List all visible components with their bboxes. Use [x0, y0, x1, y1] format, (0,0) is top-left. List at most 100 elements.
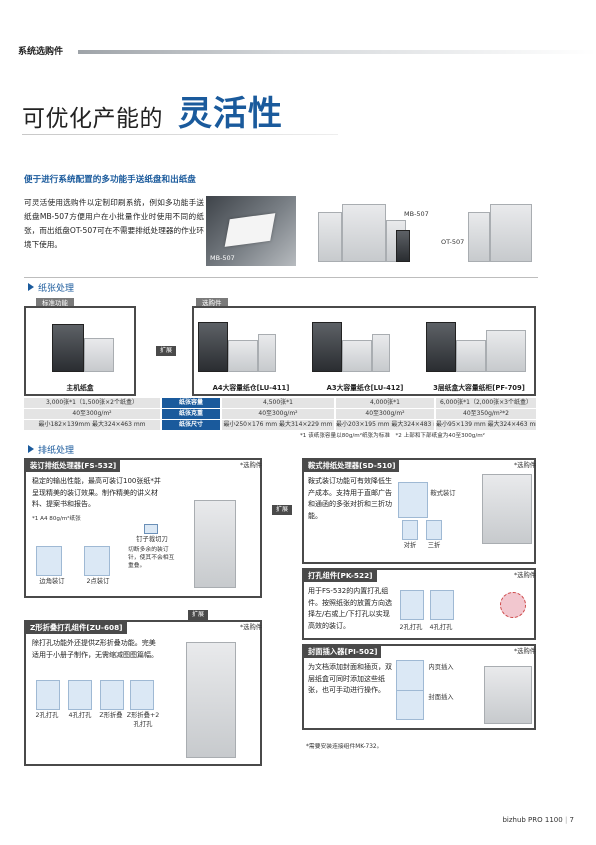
pk522-label-4hole: 4孔打孔	[429, 624, 453, 631]
zu608-2hole-illustration	[36, 680, 60, 710]
finishing-heading-text: 排纸处理	[38, 446, 75, 456]
hero-title-part-a: 可优化产能的	[22, 106, 163, 132]
pi502-text: 为文档添加封面和插页，双层纸盒可同时添加这些纸张，也可手动进行操作。	[308, 663, 392, 694]
fs532-title: 装订排纸处理器[FS-532]	[26, 460, 121, 472]
expand-badge-down: 扩展	[188, 610, 209, 621]
lu412-name: A3大容量纸仓[LU-412]	[326, 384, 404, 392]
pk522-box: 打孔组件[PK-522] 用于FS-532的内置打孔组件。按照纸张的放置方向选择…	[302, 568, 536, 640]
inner-insert-illustration	[396, 660, 424, 694]
ot507-machine-illustration	[468, 204, 536, 262]
spec-row-weight: 40至300g/m² 纸张克重 40至300g/m² 40至300g/m² 40…	[24, 409, 536, 419]
half-fold-label: 对折	[403, 542, 417, 549]
paper-footnote: *1 该纸张容量以80g/m²纸张为标准 *2 上部和下部纸盒为40至300g/…	[300, 433, 485, 439]
footer-model: bizhub PRO 1100	[502, 815, 563, 824]
pi502-optional: *选购件	[514, 648, 537, 655]
section-title-flexible: 便于进行系统配置的多功能手送纸盘和出纸盘	[24, 175, 196, 185]
cutter-desc: 切断多余的装订针，使其不会相互重叠。	[128, 547, 175, 569]
zu608-label-2hole: 2孔打孔	[35, 712, 59, 719]
zu608-machine-illustration	[186, 642, 236, 758]
pk522-label-2hole: 2孔打孔	[399, 624, 423, 631]
pi502-note: *需要安装连接组件MK-732。	[306, 744, 383, 750]
paper-handling-heading: 纸张处理	[28, 283, 74, 295]
pi502-box: 封面插入器[PI-502] 为文档添加封面和插页，双层纸盒可同时添加这些纸张，也…	[302, 644, 536, 730]
expand-badge-right: 扩展	[272, 505, 293, 516]
sd510-box: 鞍式排纸处理器[SD-510] 鞍式装订功能可有效降低生产成本。支持用于直邮广告…	[302, 458, 536, 564]
cover-insert-label: 封面插入	[428, 694, 454, 701]
spec-label-capacity: 纸张容量	[162, 398, 220, 408]
main-tray-box: 主机纸盒	[24, 306, 136, 396]
optional-trays-box: A4大容量纸仓[LU-411] A3大容量纸仓[LU-412] 3层纸盒大容量纸…	[192, 306, 536, 396]
pk522-optional: *选购件	[514, 572, 537, 579]
zu608-zfold-illustration	[100, 680, 124, 710]
triangle-icon	[28, 283, 34, 291]
spec-row-size: 最小182×139mm 最大324×463 mm 纸张尺寸 最小250×176 …	[24, 420, 536, 430]
two-point-staple-illustration	[84, 546, 110, 576]
two-staple-label: 2点装订	[86, 578, 110, 585]
spec-row-capacity: 3,000张*1（1,500张×2个纸盒） 纸张容量 4,500张*1 4,00…	[24, 398, 536, 408]
spec-size-pf709: 最小95×139 mm 最大324×463 mm	[436, 420, 536, 430]
spec-cap-pf709: 6,000张*1（2,000张×3个纸盒）	[436, 398, 536, 408]
spec-cap-lu411: 4,500张*1	[222, 398, 334, 408]
standard-tag: 标准功能	[36, 298, 74, 309]
finishing-heading: 排纸处理	[28, 445, 74, 457]
mb507-label: MB-507	[404, 210, 429, 218]
cover-insert-illustration	[396, 690, 424, 720]
mb507-machine-illustration	[318, 204, 418, 262]
spec-wt-lu411: 40至300g/m²	[222, 409, 334, 419]
footer: bizhub PRO 1100 | 7	[502, 815, 574, 824]
punch-unit-illustration	[500, 592, 526, 618]
section-divider	[24, 277, 538, 278]
inner-insert-label: 内页插入	[428, 664, 454, 671]
spec-wt-main: 40至300g/m²	[24, 409, 160, 419]
section-label: 系统选购件	[18, 47, 64, 57]
saddle-stitch-illustration	[398, 482, 428, 518]
footer-page-number: 7	[569, 815, 574, 824]
pk522-4hole-illustration	[430, 590, 454, 620]
fs532-box: 装订排纸处理器[FS-532] 稳定的输出性能，最高可装订100张纸*并呈现精美…	[24, 458, 262, 598]
spec-size-lu412: 最小203×195 mm 最大324×483 mm	[336, 420, 434, 430]
zu608-box: Z形折叠打孔组件[ZU-608] 除打孔功能外还提供Z形折叠功能。完美适用于小册…	[24, 620, 262, 766]
pf709-name: 3层纸盒大容量纸柜[PF-709]	[433, 384, 525, 392]
pk522-text: 用于FS-532的内置打孔组件。按照纸张的放置方向选择左/右或上/下打孔以实现高…	[308, 587, 392, 630]
spec-cap-main: 3,000张*1（1,500张×2个纸盒）	[24, 398, 160, 408]
half-fold-illustration	[402, 520, 418, 540]
mb507-photo: MB-507	[206, 196, 296, 266]
sd510-machine-illustration	[482, 474, 532, 544]
pi502-title: 封面插入器[PI-502]	[304, 646, 382, 658]
pk522-2hole-illustration	[400, 590, 424, 620]
fs532-note: *1 A4 80g/m²纸张	[32, 516, 81, 522]
zu608-label-zfold: Z形折叠	[99, 712, 123, 719]
pi502-machine-illustration	[484, 666, 532, 724]
spec-wt-pf709: 40至350g/m²*2	[436, 409, 536, 419]
zu608-label-4hole: 4孔打孔	[68, 712, 92, 719]
lu411-name: A4大容量纸仓[LU-411]	[212, 384, 290, 392]
ot507-label: OT-507	[441, 238, 465, 246]
sd510-title: 鞍式排纸处理器[SD-510]	[304, 460, 400, 472]
header-bar	[78, 50, 596, 54]
spec-wt-lu412: 40至300g/m²	[336, 409, 434, 419]
staple-cartridge-icon	[144, 524, 158, 534]
spec-cap-lu412: 4,000张*1	[336, 398, 434, 408]
paper-handling-heading-text: 纸张处理	[38, 284, 75, 294]
zu608-text: 除打孔功能外还提供Z形折叠功能。完美适用于小册子制作，无需缩减图图篇幅。	[32, 639, 158, 659]
pk522-title: 打孔组件[PK-522]	[304, 570, 377, 582]
zu608-optional: *选购件	[240, 624, 263, 631]
spec-size-lu411: 最小250×176 mm 最大314×229 mm	[222, 420, 334, 430]
hero-title-part-b: 灵活性	[178, 94, 283, 134]
tri-fold-label: 三折	[427, 542, 441, 549]
spec-size-main: 最小182×139mm 最大324×463 mm	[24, 420, 160, 430]
expand-badge: 扩展	[156, 346, 177, 357]
corner-staple-label: 边角装订	[39, 578, 65, 585]
main-tray-name: 主机纸盒	[66, 384, 94, 392]
spec-label-size: 纸张尺寸	[162, 420, 220, 430]
zu608-zfold-hole-illustration	[130, 680, 154, 710]
saddle-label: 鞍式装订	[430, 490, 456, 497]
section-body-flexible: 可灵活使用选购件以定制印刷系统，例如多功能手送纸盘MB-507方便用户在小批量作…	[24, 198, 204, 249]
fs532-optional: *选购件	[240, 462, 263, 469]
option-tag: 选购件	[196, 298, 228, 309]
fs532-text: 稳定的输出性能，最高可装订100张纸*并呈现精美的装订效果。制作精美的讲义材料、…	[32, 477, 161, 508]
cutter-label: 钉子裁切刀	[136, 536, 168, 543]
corner-staple-illustration	[36, 546, 62, 576]
photo-label: MB-507	[210, 254, 235, 263]
triangle-icon	[28, 445, 34, 453]
